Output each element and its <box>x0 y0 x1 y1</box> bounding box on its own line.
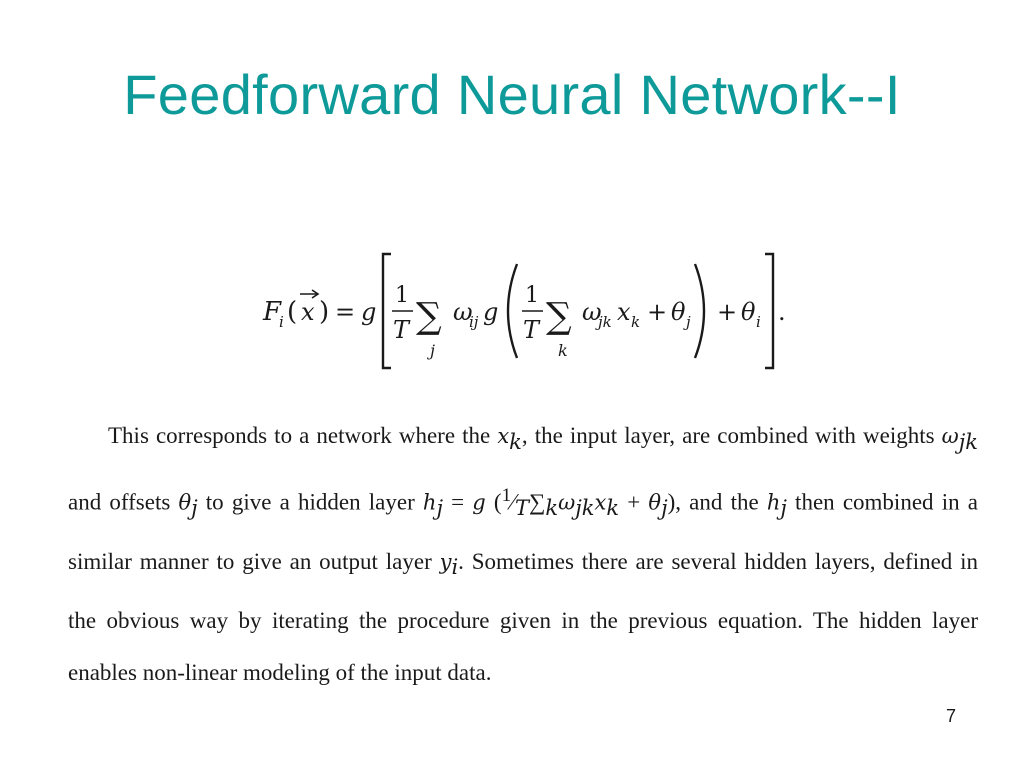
eq-sum1-idx: j <box>427 341 435 360</box>
math-x-k-sub: k <box>509 429 522 454</box>
right-bracket <box>765 252 775 370</box>
eq-lhs-open: ( <box>287 297 297 327</box>
math-omega2: ω <box>558 490 576 515</box>
eq-g-outer: g <box>361 298 376 326</box>
math-h2: h <box>766 490 781 515</box>
equation: F i ( x ) = g 1 T ∑ j ω ij g 1 T ∑ k ω j… <box>255 248 795 378</box>
math-x2: x <box>594 490 607 515</box>
paragraph-equals: = <box>442 489 473 515</box>
math-x-k: x <box>497 424 510 448</box>
paragraph-text-8: . Sometimes there are several hidden lay… <box>68 548 978 686</box>
math-h-j-sub: j <box>436 495 443 520</box>
eq-x-k: x <box>617 298 631 326</box>
math-omega2-sub: jk <box>575 495 595 520</box>
paragraph-text-7: then combined in a similar manner to giv… <box>68 489 978 574</box>
math-frac-num: 1 <box>501 484 512 506</box>
math-theta-j-sub: j <box>191 495 198 520</box>
eq-theta-j: θ <box>671 298 686 326</box>
eq-theta-i: θ <box>741 298 756 326</box>
eq-frac1-den: T <box>393 316 411 344</box>
eq-sum2-idx: k <box>558 341 568 360</box>
eq-plus2: + <box>717 298 737 326</box>
math-theta-j: θ <box>178 490 192 515</box>
math-g: g <box>472 490 486 515</box>
math-omega-jk-sub: jk <box>958 429 979 454</box>
eq-frac2-den: T <box>523 316 541 344</box>
math-close-paren: ) <box>667 489 676 515</box>
eq-omega-jk: ω <box>582 298 602 326</box>
eq-sum1: ∑ <box>416 296 442 337</box>
slide-title: Feedforward Neural Network--I <box>123 63 901 126</box>
eq-frac2-num: 1 <box>525 283 539 308</box>
equation-svg: F i ( x ) = g 1 T ∑ j ω ij g 1 T ∑ k ω j… <box>262 252 786 370</box>
math-open-paren: ( <box>485 489 502 515</box>
math-theta2-sub: j <box>661 495 668 520</box>
eq-omega-ij-sub: ij <box>469 313 479 331</box>
paragraph-text-2: , the input layer, are combined with wei… <box>521 423 942 448</box>
body-paragraph: This corresponds to a network where the … <box>68 423 979 686</box>
math-y-i-sub: i <box>451 555 459 580</box>
eq-g-inner: g <box>483 298 498 326</box>
math-x2-sub: k <box>606 495 620 520</box>
eq-lhs: F <box>262 297 282 327</box>
eq-omega-ij: ω <box>453 298 473 326</box>
eq-lhs-arg: x <box>301 298 315 326</box>
eq-lhs-sub: i <box>279 313 284 331</box>
math-sum: ∑ <box>529 489 546 515</box>
math-sum-idx: k <box>545 495 559 520</box>
right-paren <box>693 263 706 359</box>
math-omega-jk: ω <box>941 424 959 448</box>
eq-theta-i-sub: i <box>756 313 761 331</box>
vector-arrow-head <box>311 289 320 299</box>
paragraph-text-3: and offsets <box>68 489 179 515</box>
eq-equals: = <box>335 298 355 326</box>
eq-period: . <box>778 298 786 326</box>
paragraph-text-4: to give a hidden layer <box>197 489 423 515</box>
math-theta2: θ <box>648 490 662 515</box>
math-y-i: y <box>439 549 452 574</box>
eq-frac1-num: 1 <box>395 283 409 308</box>
eq-theta-j-sub: j <box>683 313 691 331</box>
math-h-j: h <box>422 490 437 515</box>
eq-omega-jk-sub: jk <box>595 313 612 331</box>
math-plus: + <box>619 489 649 515</box>
paragraph-text-1: This corresponds to a network where the <box>108 423 498 448</box>
eq-sum2: ∑ <box>546 296 572 337</box>
math-h2-sub: j <box>780 495 787 520</box>
page-number: 7 <box>946 706 957 726</box>
paragraph-text-6: , and the <box>675 489 767 515</box>
math-frac-den: T <box>515 495 530 520</box>
left-bracket <box>381 252 391 370</box>
eq-lhs-close: ) <box>319 297 329 327</box>
left-paren <box>506 263 519 359</box>
eq-x-k-sub: k <box>631 313 640 331</box>
eq-plus1: + <box>647 298 667 326</box>
